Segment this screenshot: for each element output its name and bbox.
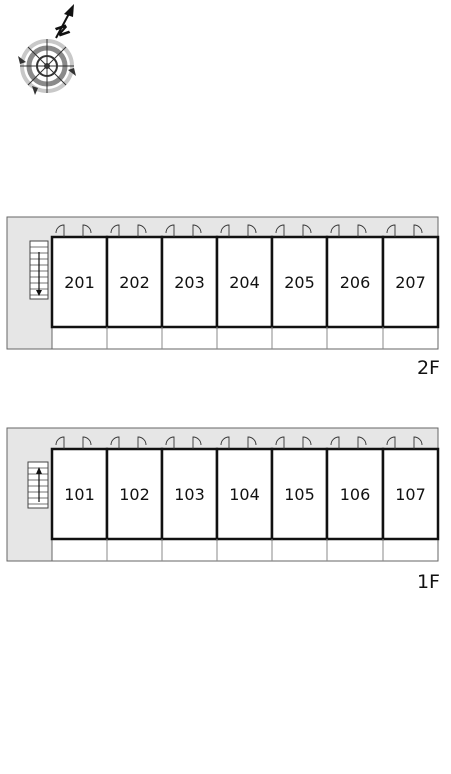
compass-rose-icon <box>18 4 76 95</box>
room-number: 205 <box>284 273 315 292</box>
door-icon <box>220 436 257 449</box>
unit-104: 104 <box>215 436 274 541</box>
room-number: 104 <box>229 485 260 504</box>
room-number: 103 <box>174 485 205 504</box>
balcony-strip-1f <box>51 538 439 562</box>
door-icon <box>110 224 147 237</box>
units-2f: 201 202 203 204 <box>50 224 440 349</box>
door-icon <box>386 436 423 449</box>
balcony-strip-2f <box>51 326 439 350</box>
floor-label-1f: 1F <box>417 571 440 593</box>
unit-207: 207 <box>381 224 440 329</box>
room-number: 202 <box>119 273 150 292</box>
door-icon <box>55 224 92 237</box>
unit-201: 201 <box>50 224 109 329</box>
unit-205: 205 <box>270 224 329 329</box>
unit-102: 102 <box>105 436 164 541</box>
unit-101: 101 <box>50 436 109 541</box>
floor-block-2f: 201 202 203 204 <box>6 216 440 379</box>
unit-203: 203 <box>160 224 219 329</box>
units-1f: 101 102 103 104 <box>50 436 440 561</box>
unit-106: 106 <box>325 436 385 541</box>
room-number: 201 <box>64 273 95 292</box>
staircase-1f <box>27 461 49 509</box>
unit-204: 204 <box>215 224 274 329</box>
door-icon <box>55 436 92 449</box>
unit-103: 103 <box>160 436 219 541</box>
compass: N <box>18 4 76 95</box>
compass-north-label: N <box>51 21 73 41</box>
door-icon <box>165 224 202 237</box>
room-number: 101 <box>64 485 95 504</box>
unit-202: 202 <box>105 224 164 329</box>
door-icon <box>330 436 367 449</box>
floor-label-2f: 2F <box>417 357 440 379</box>
room-number: 102 <box>119 485 150 504</box>
door-icon <box>386 224 423 237</box>
door-icon <box>220 224 257 237</box>
room-number: 107 <box>395 485 426 504</box>
unit-107: 107 <box>381 436 440 541</box>
door-icon <box>330 224 367 237</box>
room-number: 204 <box>229 273 260 292</box>
unit-206: 206 <box>325 224 385 329</box>
door-icon <box>275 436 312 449</box>
room-number: 206 <box>340 273 371 292</box>
unit-105: 105 <box>270 436 329 541</box>
door-icon <box>110 436 147 449</box>
room-number: 105 <box>284 485 315 504</box>
door-icon <box>165 436 202 449</box>
room-number: 106 <box>340 485 371 504</box>
door-icon <box>275 224 312 237</box>
room-number: 203 <box>174 273 205 292</box>
room-number: 207 <box>395 273 426 292</box>
floor-block-1f: 101 102 103 104 <box>6 427 440 593</box>
staircase-2f <box>29 240 49 300</box>
